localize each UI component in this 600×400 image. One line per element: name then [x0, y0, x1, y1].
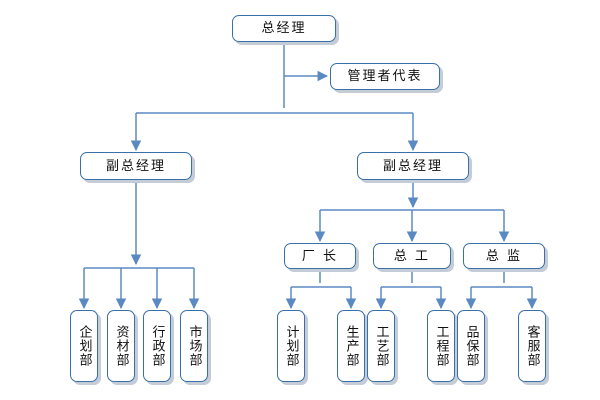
node-dept-service: 客服部	[518, 310, 546, 382]
node-management-rep: 管理者代表	[330, 63, 440, 90]
node-vp-left: 副总经理	[80, 152, 192, 180]
node-dept-materials: 资材部	[107, 310, 135, 382]
node-director: 总 监	[463, 243, 545, 269]
node-chief-engineer: 总 工	[373, 243, 451, 269]
node-factory-director: 厂 长	[284, 243, 356, 269]
node-dept-craft: 工艺部	[367, 310, 395, 382]
node-ceo: 总经理	[232, 15, 336, 42]
node-dept-qa: 品保部	[457, 310, 485, 382]
node-dept-admin: 行政部	[143, 310, 171, 382]
node-dept-engineering: 工程部	[427, 310, 455, 382]
node-dept-plan: 计划部	[277, 310, 305, 382]
node-dept-market: 市场部	[180, 310, 208, 382]
node-dept-planning: 企划部	[70, 310, 98, 382]
node-dept-production: 生产部	[337, 310, 365, 382]
node-vp-right: 副总经理	[357, 152, 469, 180]
